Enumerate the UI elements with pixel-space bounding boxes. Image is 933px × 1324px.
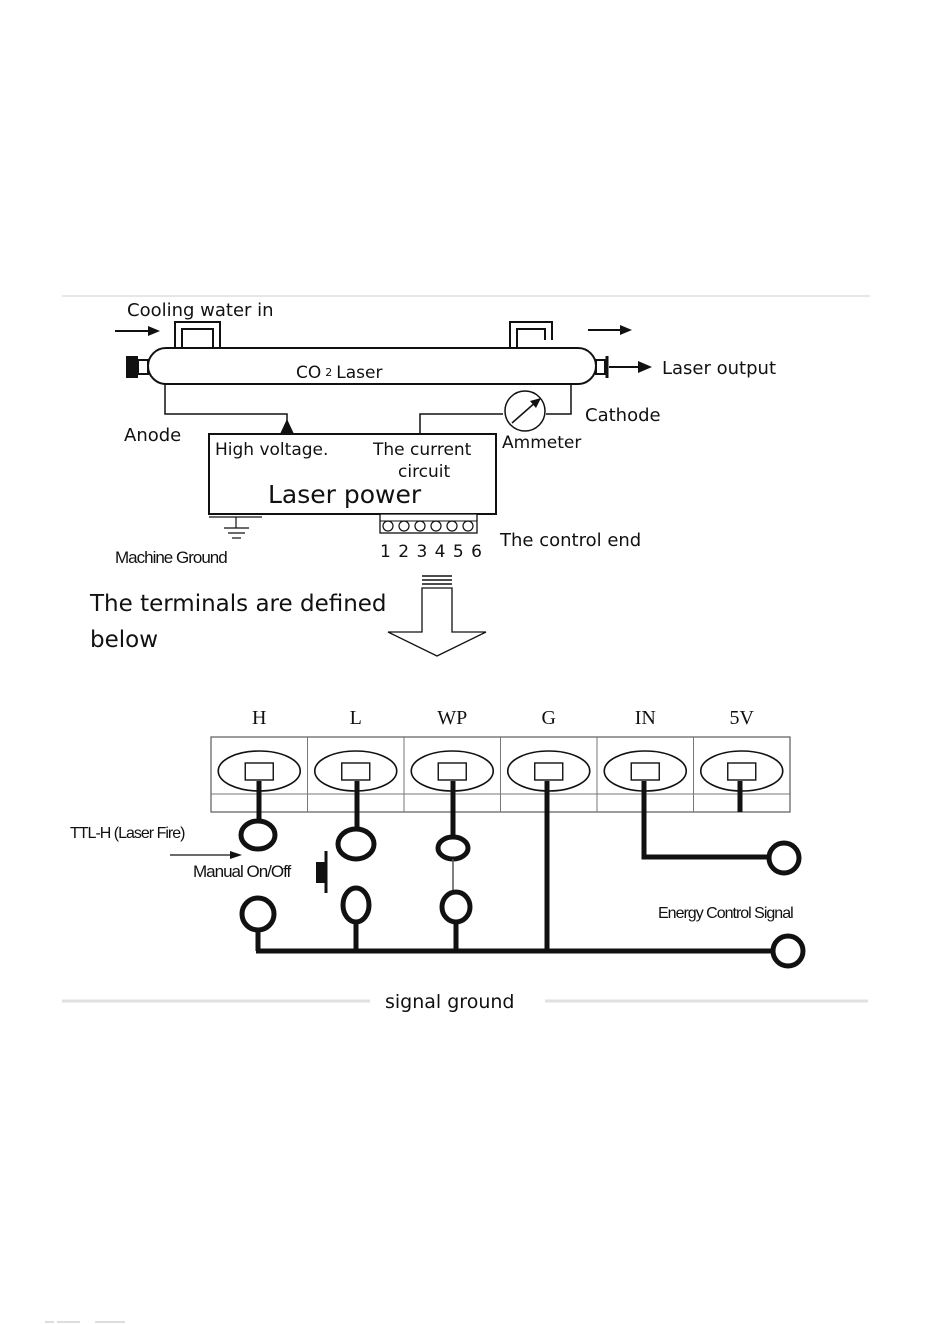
terminal-slot-g: [535, 763, 563, 780]
ttl-arrow: [170, 851, 242, 859]
terminals-note-line2: below: [90, 627, 158, 653]
anode-label: Anode: [124, 425, 181, 446]
terminal-slot-5v: [728, 763, 756, 780]
terminal-slot-wp: [438, 763, 466, 780]
control-connector: [380, 514, 477, 533]
high-voltage-terminal: [280, 419, 294, 434]
current-circuit-label-2: circuit: [398, 462, 451, 482]
terminal-label-wp: WP: [437, 707, 467, 729]
high-voltage-label: High voltage.: [215, 440, 328, 460]
terminals-note-line1: The terminals are defined: [89, 591, 387, 617]
wp-contact-top: [438, 837, 468, 859]
signal-ground-label: signal ground: [385, 991, 514, 1013]
control-end-label: The control end: [499, 530, 641, 551]
laser-power-label: Laser power: [268, 480, 422, 509]
terminal-label-5v: 5V: [730, 707, 755, 729]
anode-wire: [165, 384, 287, 432]
terminal-slot-h: [245, 763, 273, 780]
energy-label: Energy Control Signal: [658, 905, 793, 922]
energy-signal-contact: [769, 843, 799, 873]
terminal-block: H L WP G IN 5V: [211, 707, 790, 812]
terminal-label-g: G: [542, 707, 556, 729]
l-contact-bottom: [343, 888, 369, 922]
terminal-slot-in: [631, 763, 659, 780]
tube-right-cap: [596, 360, 605, 374]
terminal-slot-l: [342, 763, 370, 780]
ground-contact: [773, 936, 803, 966]
h-contact-bottom: [242, 898, 274, 930]
cathode-wire: [420, 414, 503, 434]
tube-left-cap: [126, 356, 138, 378]
wp-contact-bottom: [442, 892, 470, 922]
terminal-label-in: IN: [635, 707, 656, 729]
ammeter-label: Ammeter: [502, 433, 581, 453]
current-circuit-label-1: The current: [372, 440, 472, 460]
water-out-arrow: [588, 325, 632, 335]
control-pin-numbers: 1 2 3 4 5 6: [380, 542, 483, 562]
machine-ground-label: Machine Ground: [115, 548, 227, 567]
cathode-label: Cathode: [585, 405, 661, 426]
cooling-water-in-label: Cooling water in: [127, 300, 274, 321]
terminal-label-l: L: [350, 707, 362, 729]
laser-output-label: Laser output: [662, 358, 776, 379]
h-contact-top: [241, 821, 275, 849]
ttl-label: TTL-H (Laser Fire): [70, 825, 185, 842]
manual-switch-icon: [316, 851, 326, 893]
water-in-arrow: [115, 326, 160, 336]
manual-label: Manual On/Off: [193, 862, 292, 881]
laser-output-arrow: [609, 361, 652, 373]
down-arrow-icon: [388, 576, 486, 656]
l-contact-top: [338, 829, 374, 859]
terminal-label-h: H: [252, 707, 266, 729]
machine-ground-icon: [209, 517, 262, 538]
